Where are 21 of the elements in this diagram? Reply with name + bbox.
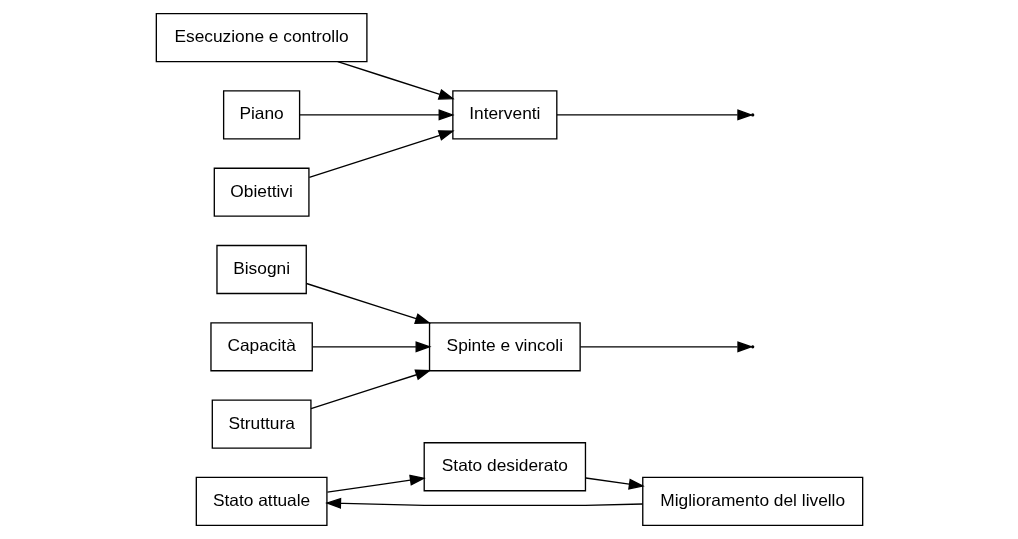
node-box: Obiettivi <box>213 167 310 217</box>
arrow <box>298 109 455 121</box>
arrow <box>324 497 643 509</box>
node-box: Piano <box>222 90 300 140</box>
arrow <box>311 341 432 353</box>
arrow <box>308 130 455 178</box>
arrow <box>326 474 426 493</box>
node-box: Bisogni <box>215 244 307 295</box>
arrow <box>309 369 431 410</box>
node-box: Miglioramento del livello <box>641 476 863 527</box>
node-box: Spinte e vincoli <box>428 322 581 372</box>
arrow <box>579 341 753 353</box>
arrow <box>584 477 645 490</box>
node-box: Stato desiderato <box>423 442 586 492</box>
node-box: Struttura <box>211 399 312 449</box>
node-box: Stato attuale <box>195 476 328 527</box>
arrow <box>336 60 455 100</box>
arrow <box>305 282 431 324</box>
node-box: Esecuzione e controllo <box>155 12 368 63</box>
node-box: Interventi <box>451 90 557 140</box>
node-box: Capacità <box>209 322 313 372</box>
